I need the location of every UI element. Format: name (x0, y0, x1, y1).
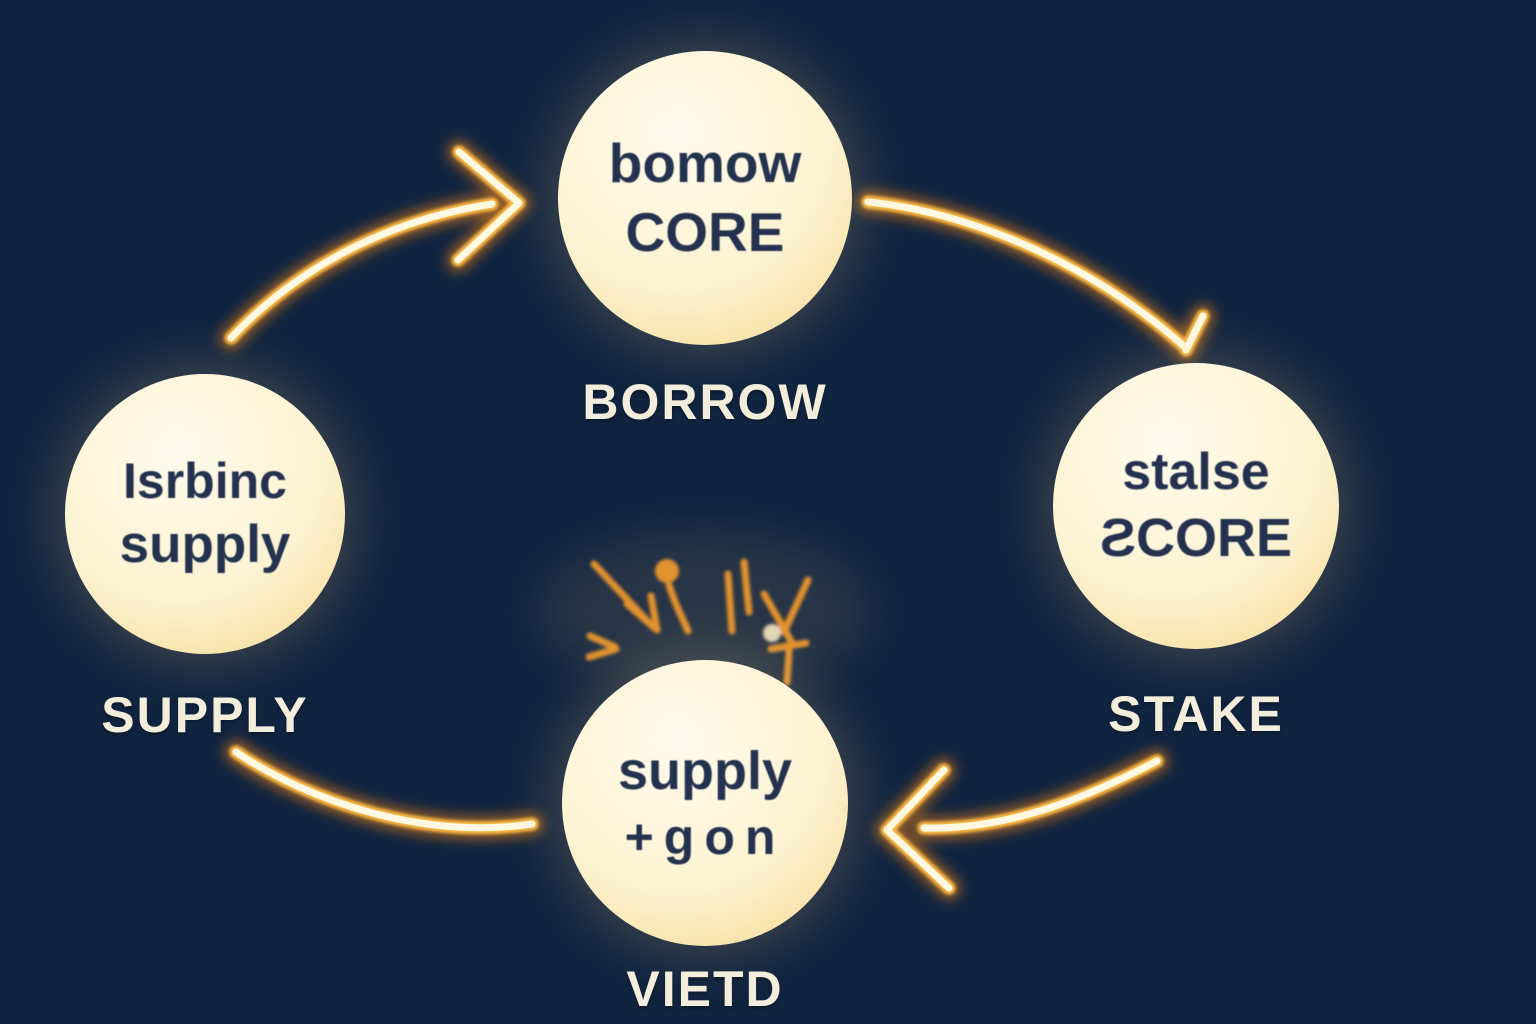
yield-circle: supply +gon (562, 660, 848, 946)
node-borrow: bomow CORE BORROW (525, 51, 885, 431)
borrow-circle-text-line2: CORE (625, 201, 785, 263)
arrow-stake-to-yield-icon (875, 749, 1169, 900)
stake-circle-text-line2: ƧCORE (1099, 507, 1293, 568)
supply-circle-text-line2: supply (119, 515, 291, 575)
supply-circle: Isrbinc supply (65, 374, 345, 654)
burst-highlight-dot (763, 624, 781, 642)
burst-dot (655, 559, 679, 583)
stake-circle: stalse ƧCORE (1053, 363, 1339, 649)
stake-label: STAKE (1108, 686, 1284, 742)
stake-circle-text-line1: stalse (1122, 442, 1270, 501)
yield-circle-text-line1: supply (617, 741, 793, 801)
borrow-circle-text-line1: bomow (608, 132, 802, 195)
arrow-supply-to-borrow-icon (219, 140, 531, 350)
borrow-label: BORROW (582, 374, 828, 430)
arrow-borrow-to-stake-icon (856, 190, 1215, 362)
supply-circle-text-line1: Isrbinc (123, 452, 287, 509)
supply-label: SUPPLY (101, 687, 309, 743)
borrow-circle: bomow CORE (558, 51, 852, 345)
yield-label: VIETD (626, 961, 784, 1017)
node-stake: stalse ƧCORE STAKE (1016, 363, 1376, 743)
node-supply: Isrbinc supply SUPPLY (25, 374, 385, 744)
yield-burst-sparkle-icon (585, 558, 812, 686)
arrow-yield-to-supply-icon (224, 740, 544, 840)
node-yield: supply +gon VIETD (525, 660, 885, 1018)
yield-circle-text-line2: +gon (624, 808, 786, 865)
